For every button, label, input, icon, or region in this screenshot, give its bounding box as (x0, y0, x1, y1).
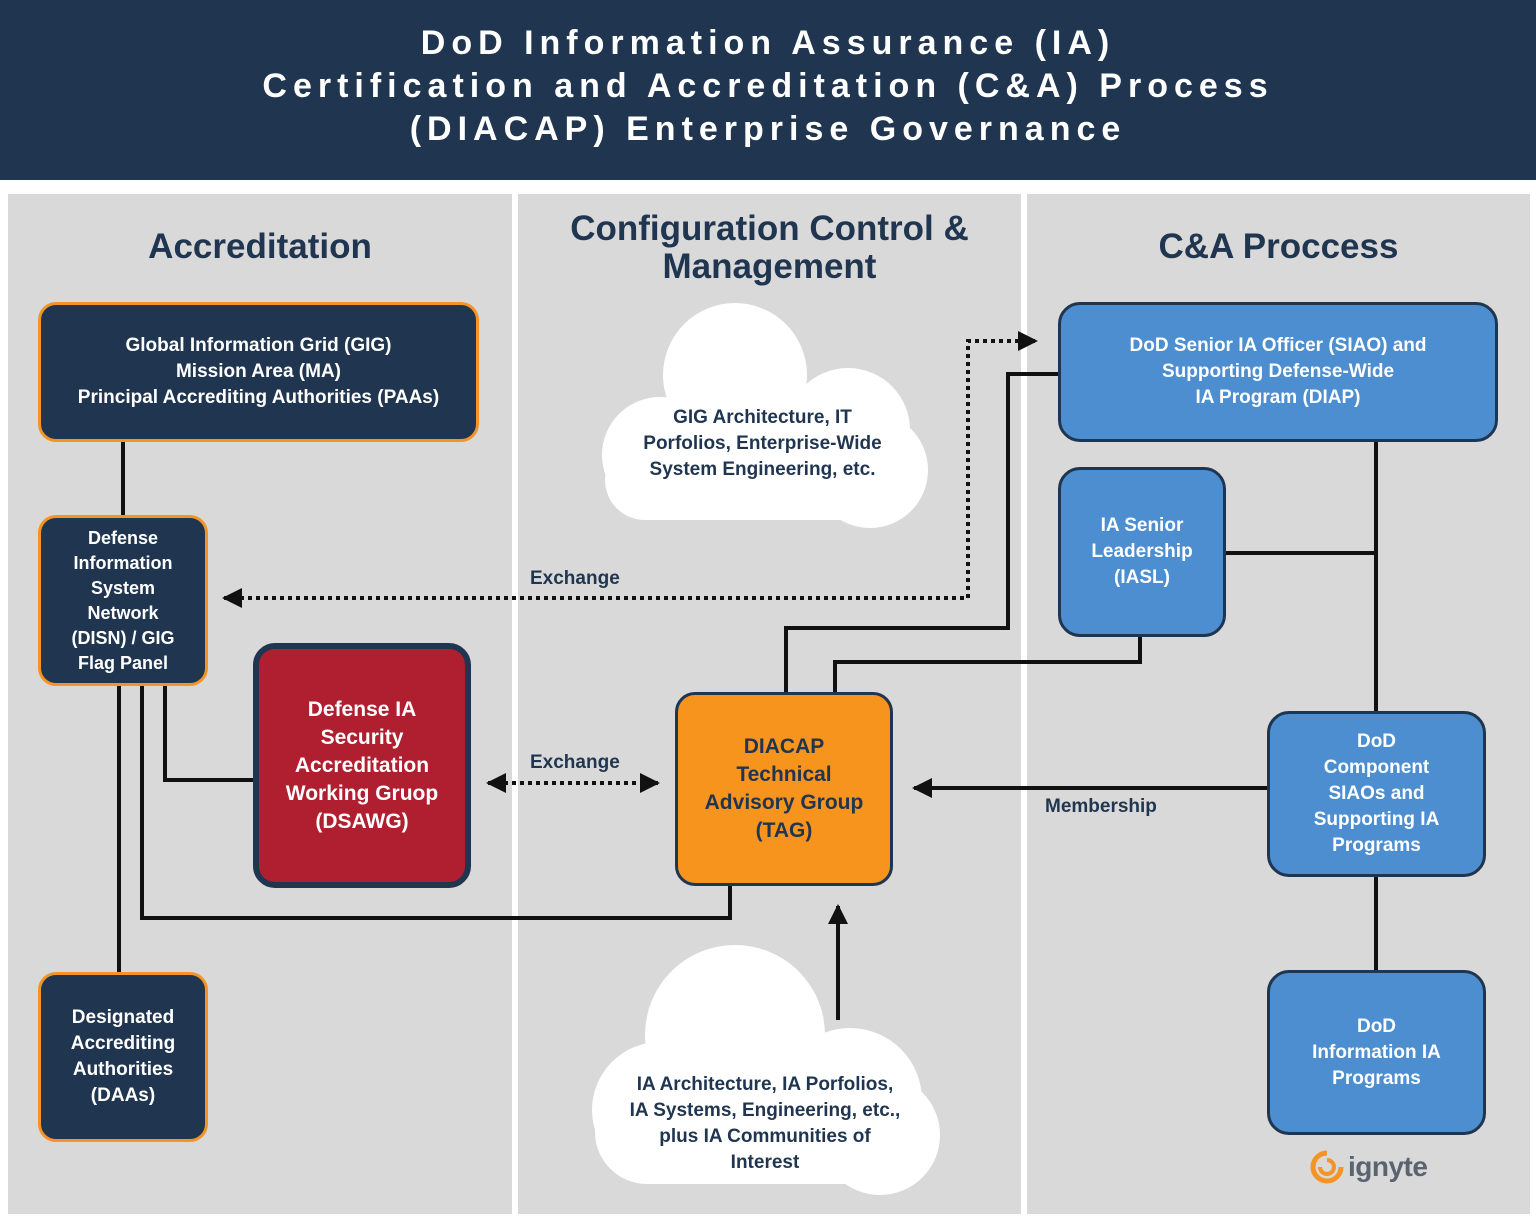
ca-process-title: C&A Proccess (1158, 227, 1399, 266)
component-siaos-box: DoD Component SIAOs and Supporting IA Pr… (1267, 711, 1486, 877)
disn-text: Defense Information System Network (DISN… (71, 527, 175, 673)
connector-tag-iasl (833, 637, 1142, 692)
connector-disn-dsawg (163, 686, 253, 782)
top-cloud (602, 303, 928, 528)
title-line-1: DoD Information Assurance (IA) (420, 24, 1116, 62)
iasl-box: IA Senior Leadership (IASL) (1058, 467, 1226, 637)
exchange-label-mid: Exchange (530, 752, 620, 773)
title-line-3: (DIACAP) Enterprise Governance (409, 110, 1127, 148)
bottom-cloud (592, 945, 940, 1195)
daas-box: Designated Accrediting Authorities (DAAs… (38, 972, 208, 1142)
info-programs-text: DoD Information IA Programs (1312, 1015, 1441, 1089)
title-line-2: Certification and Accreditation (C&A) Pr… (262, 67, 1274, 105)
siao-diap-box: DoD Senior IA Officer (SIAO) and Support… (1058, 302, 1498, 442)
gig-paas-text: Global Information Grid (GIG) Mission Ar… (77, 335, 440, 408)
connector-disn-tag (140, 686, 732, 920)
top-cloud-text: GIG Architecture, IT Porfolios, Enterpri… (643, 407, 882, 480)
tag-text: DIACAP Technical Advisory Group (TAG) (704, 735, 864, 842)
page-header: DoD Information Assurance (IA) Certifica… (0, 0, 1536, 180)
siao-text: DoD Senior IA Officer (SIAO) and Support… (1129, 335, 1427, 408)
ignyte-logo-icon (1310, 1150, 1344, 1184)
disn-flag-panel-box: Defense Information System Network (DISN… (38, 515, 208, 686)
component-text: DoD Component SIAOs and Supporting IA Pr… (1313, 731, 1440, 856)
gig-paas-box: Global Information Grid (GIG) Mission Ar… (38, 302, 479, 442)
bottom-cloud-text: IA Architecture, IA Porfolios, IA System… (629, 1074, 901, 1173)
membership-label: Membership (1045, 796, 1157, 817)
dsawg-box: Defense IA Security Accreditation Workin… (253, 643, 471, 888)
daas-text: Designated Accrediting Authorities (DAAs… (70, 1007, 176, 1106)
dsawg-text: Defense IA Security Accreditation Workin… (285, 697, 439, 833)
ignyte-logo: ignyte (1310, 1150, 1428, 1184)
iasl-text: IA Senior Leadership (IASL) (1091, 515, 1193, 588)
config-control-title: Configuration Control & Management (570, 209, 969, 286)
cloud-shapes (592, 303, 940, 1195)
exchange-label-top: Exchange (530, 568, 620, 589)
ignyte-logo-text: ignyte (1348, 1151, 1428, 1182)
exchange-dotted-arrow-top (222, 331, 1038, 608)
accreditation-title: Accreditation (148, 227, 372, 266)
dod-info-ia-programs-box: DoD Information IA Programs (1267, 970, 1486, 1135)
diacap-tag-box: DIACAP Technical Advisory Group (TAG) (675, 692, 893, 886)
